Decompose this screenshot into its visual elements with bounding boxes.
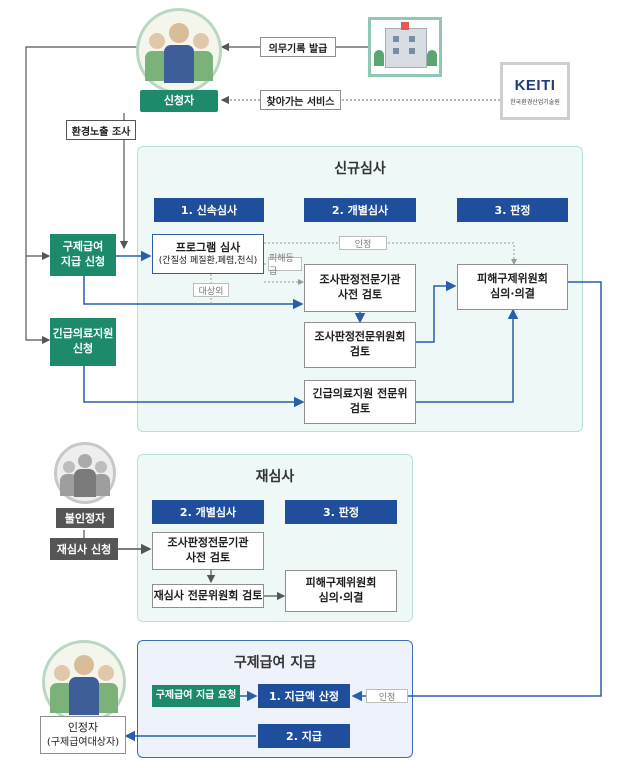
payment-calc-box: 1. 지급액 산정 [258, 684, 350, 708]
re-relief-l2: 심의·의결 [318, 591, 364, 604]
emergency-review-box: 긴급의료지원 전문위 검토 [304, 380, 416, 424]
visiting-service-button[interactable]: 찾아가는 서비스 [260, 90, 341, 110]
rejected-icon [54, 442, 116, 504]
applicant-icon [136, 8, 222, 94]
tag-excluded: 대상외 [193, 283, 229, 297]
agency-l2: 사전 검토 [337, 288, 383, 301]
re-relief-l1: 피해구제위원회 [305, 576, 377, 590]
keiti-name: 한국환경산업기술원 [510, 99, 560, 106]
re-review-title: 재심사 [255, 469, 295, 485]
step-decision: 3. 판정 [457, 198, 568, 222]
duty-record-button[interactable]: 의무기록 발급 [260, 37, 336, 57]
re-step-individual-review: 2. 개별심사 [152, 500, 264, 524]
certified-l1: 인정자 [67, 720, 99, 734]
program-title: 프로그램 심사 [175, 240, 241, 254]
committee-l2: 검토 [349, 345, 371, 358]
relief-committee-box: 피해구제위원회 심의·의결 [457, 264, 568, 310]
env-exposure-box: 환경노출 조사 [66, 120, 136, 140]
payment-title: 구제급여 지급 [233, 655, 317, 671]
agency-l1: 조사판정전문기관 [319, 273, 401, 287]
re-agency-l2: 사전 검토 [185, 551, 231, 564]
rejected-label: 불인정자 [56, 508, 114, 528]
program-review-box: 프로그램 심사 (간질성 폐질환,폐렴,천식) [152, 234, 264, 274]
relief-apply-l1: 구제급여 [62, 240, 104, 254]
re-expert-review-box: 재심사 전문위원회 검토 [152, 584, 264, 608]
program-sub: (간질성 폐질환,폐렴,천식) [158, 256, 258, 267]
agency-pre-review-box: 조사판정전문기관 사전 검토 [304, 264, 416, 312]
applicant-label: 신청자 [140, 90, 218, 112]
payment-pay-box: 2. 지급 [258, 724, 350, 748]
payment-request-button[interactable]: 구제급여 지급 요청 [152, 685, 240, 707]
new-review-title: 신규심사 [334, 161, 386, 177]
emergency-apply-l2: 신청 [72, 342, 94, 355]
tag-approved: 인정 [339, 236, 387, 250]
certified-l2: (구제급여대상자) [46, 736, 120, 748]
re-agency-box: 조사판정전문기관 사전 검토 [152, 532, 264, 570]
keiti-logo: KEITI 한국환경산업기술원 [500, 62, 570, 120]
step-individual-review: 2. 개별심사 [304, 198, 416, 222]
relief-committee-l2: 심의·의결 [490, 287, 535, 300]
re-agency-l1: 조사판정전문기관 [167, 536, 249, 550]
hospital-icon [368, 17, 442, 77]
certified-icon [42, 640, 126, 724]
certified-label: 인정자 (구제급여대상자) [40, 716, 126, 754]
relief-committee-l1: 피해구제위원회 [477, 272, 548, 286]
reexam-apply-button[interactable]: 재심사 신청 [50, 538, 118, 560]
re-step-decision: 3. 판정 [285, 500, 397, 524]
committee-l1: 조사판정전문위원회 [314, 330, 406, 344]
committee-review-box: 조사판정전문위원회 검토 [304, 322, 416, 368]
re-relief-committee-box: 피해구제위원회 심의·의결 [285, 570, 397, 612]
payment-tag-approved: 인정 [366, 689, 408, 703]
emergency-l1: 긴급의료지원 전문위 [312, 387, 408, 401]
keiti-logo-text: KEITI [514, 77, 556, 94]
tag-damage-grade: 피해등급 [268, 254, 302, 277]
step-quick-review: 1. 신속심사 [154, 198, 264, 222]
emergency-l2: 검토 [349, 402, 371, 415]
relief-apply-l2: 지급 신청 [60, 255, 106, 268]
emergency-apply-l1: 긴급의료지원 [52, 327, 114, 341]
